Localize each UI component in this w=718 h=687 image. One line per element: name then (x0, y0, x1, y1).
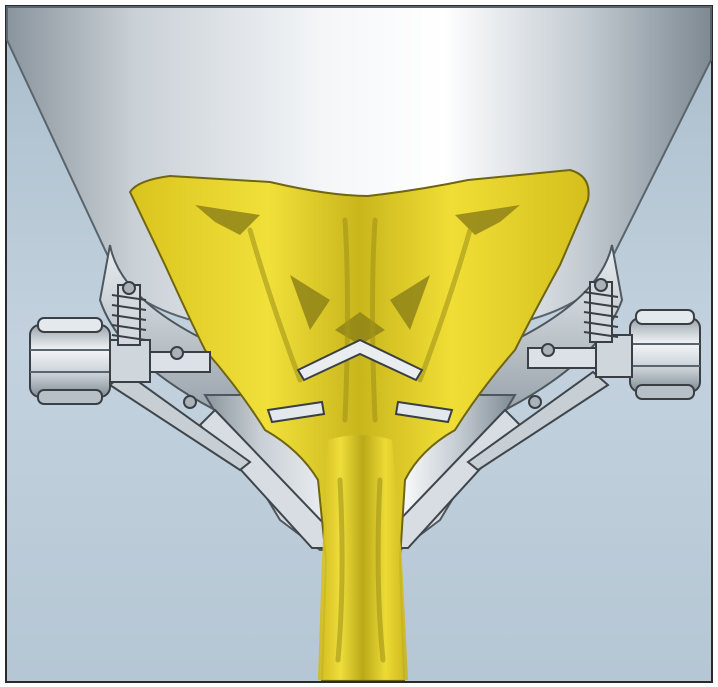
vibrator-motor-icon (630, 318, 700, 392)
vibrator-motor-icon (30, 325, 110, 397)
material-stream (318, 435, 408, 680)
